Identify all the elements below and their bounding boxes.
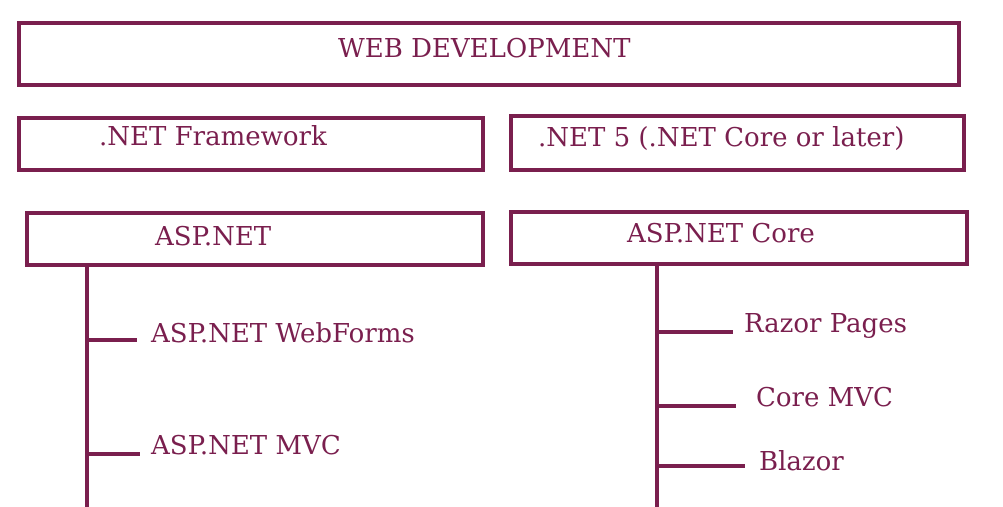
razor-pages-connector	[655, 330, 733, 334]
dotnet5-label: .NET 5 (.NET Core or later)	[538, 123, 905, 153]
dotnet5-box	[509, 114, 966, 172]
aspnet-label: ASP.NET	[155, 222, 272, 252]
core-mvc-connector	[655, 404, 736, 408]
blazor-connector	[655, 464, 745, 468]
core-mvc-label: Core MVC	[756, 383, 893, 413]
aspnet-core-tree-trunk	[655, 266, 659, 507]
aspnet-box	[25, 211, 485, 267]
aspnet-tree-trunk	[85, 267, 89, 507]
aspnet-core-label: ASP.NET Core	[627, 219, 815, 249]
web-development-label: WEB DEVELOPMENT	[338, 34, 631, 64]
aspnet-mvc-connector	[85, 452, 140, 456]
dotnet-framework-label: .NET Framework	[99, 122, 327, 152]
dotnet-framework-box	[17, 116, 485, 172]
razor-pages-label: Razor Pages	[744, 309, 907, 339]
aspnet-webforms-label: ASP.NET WebForms	[151, 319, 415, 349]
aspnet-core-box	[509, 210, 969, 266]
blazor-label: Blazor	[759, 447, 844, 477]
aspnet-mvc-label: ASP.NET MVC	[151, 431, 341, 461]
web-development-box	[17, 21, 961, 87]
aspnet-webforms-connector	[85, 338, 137, 342]
